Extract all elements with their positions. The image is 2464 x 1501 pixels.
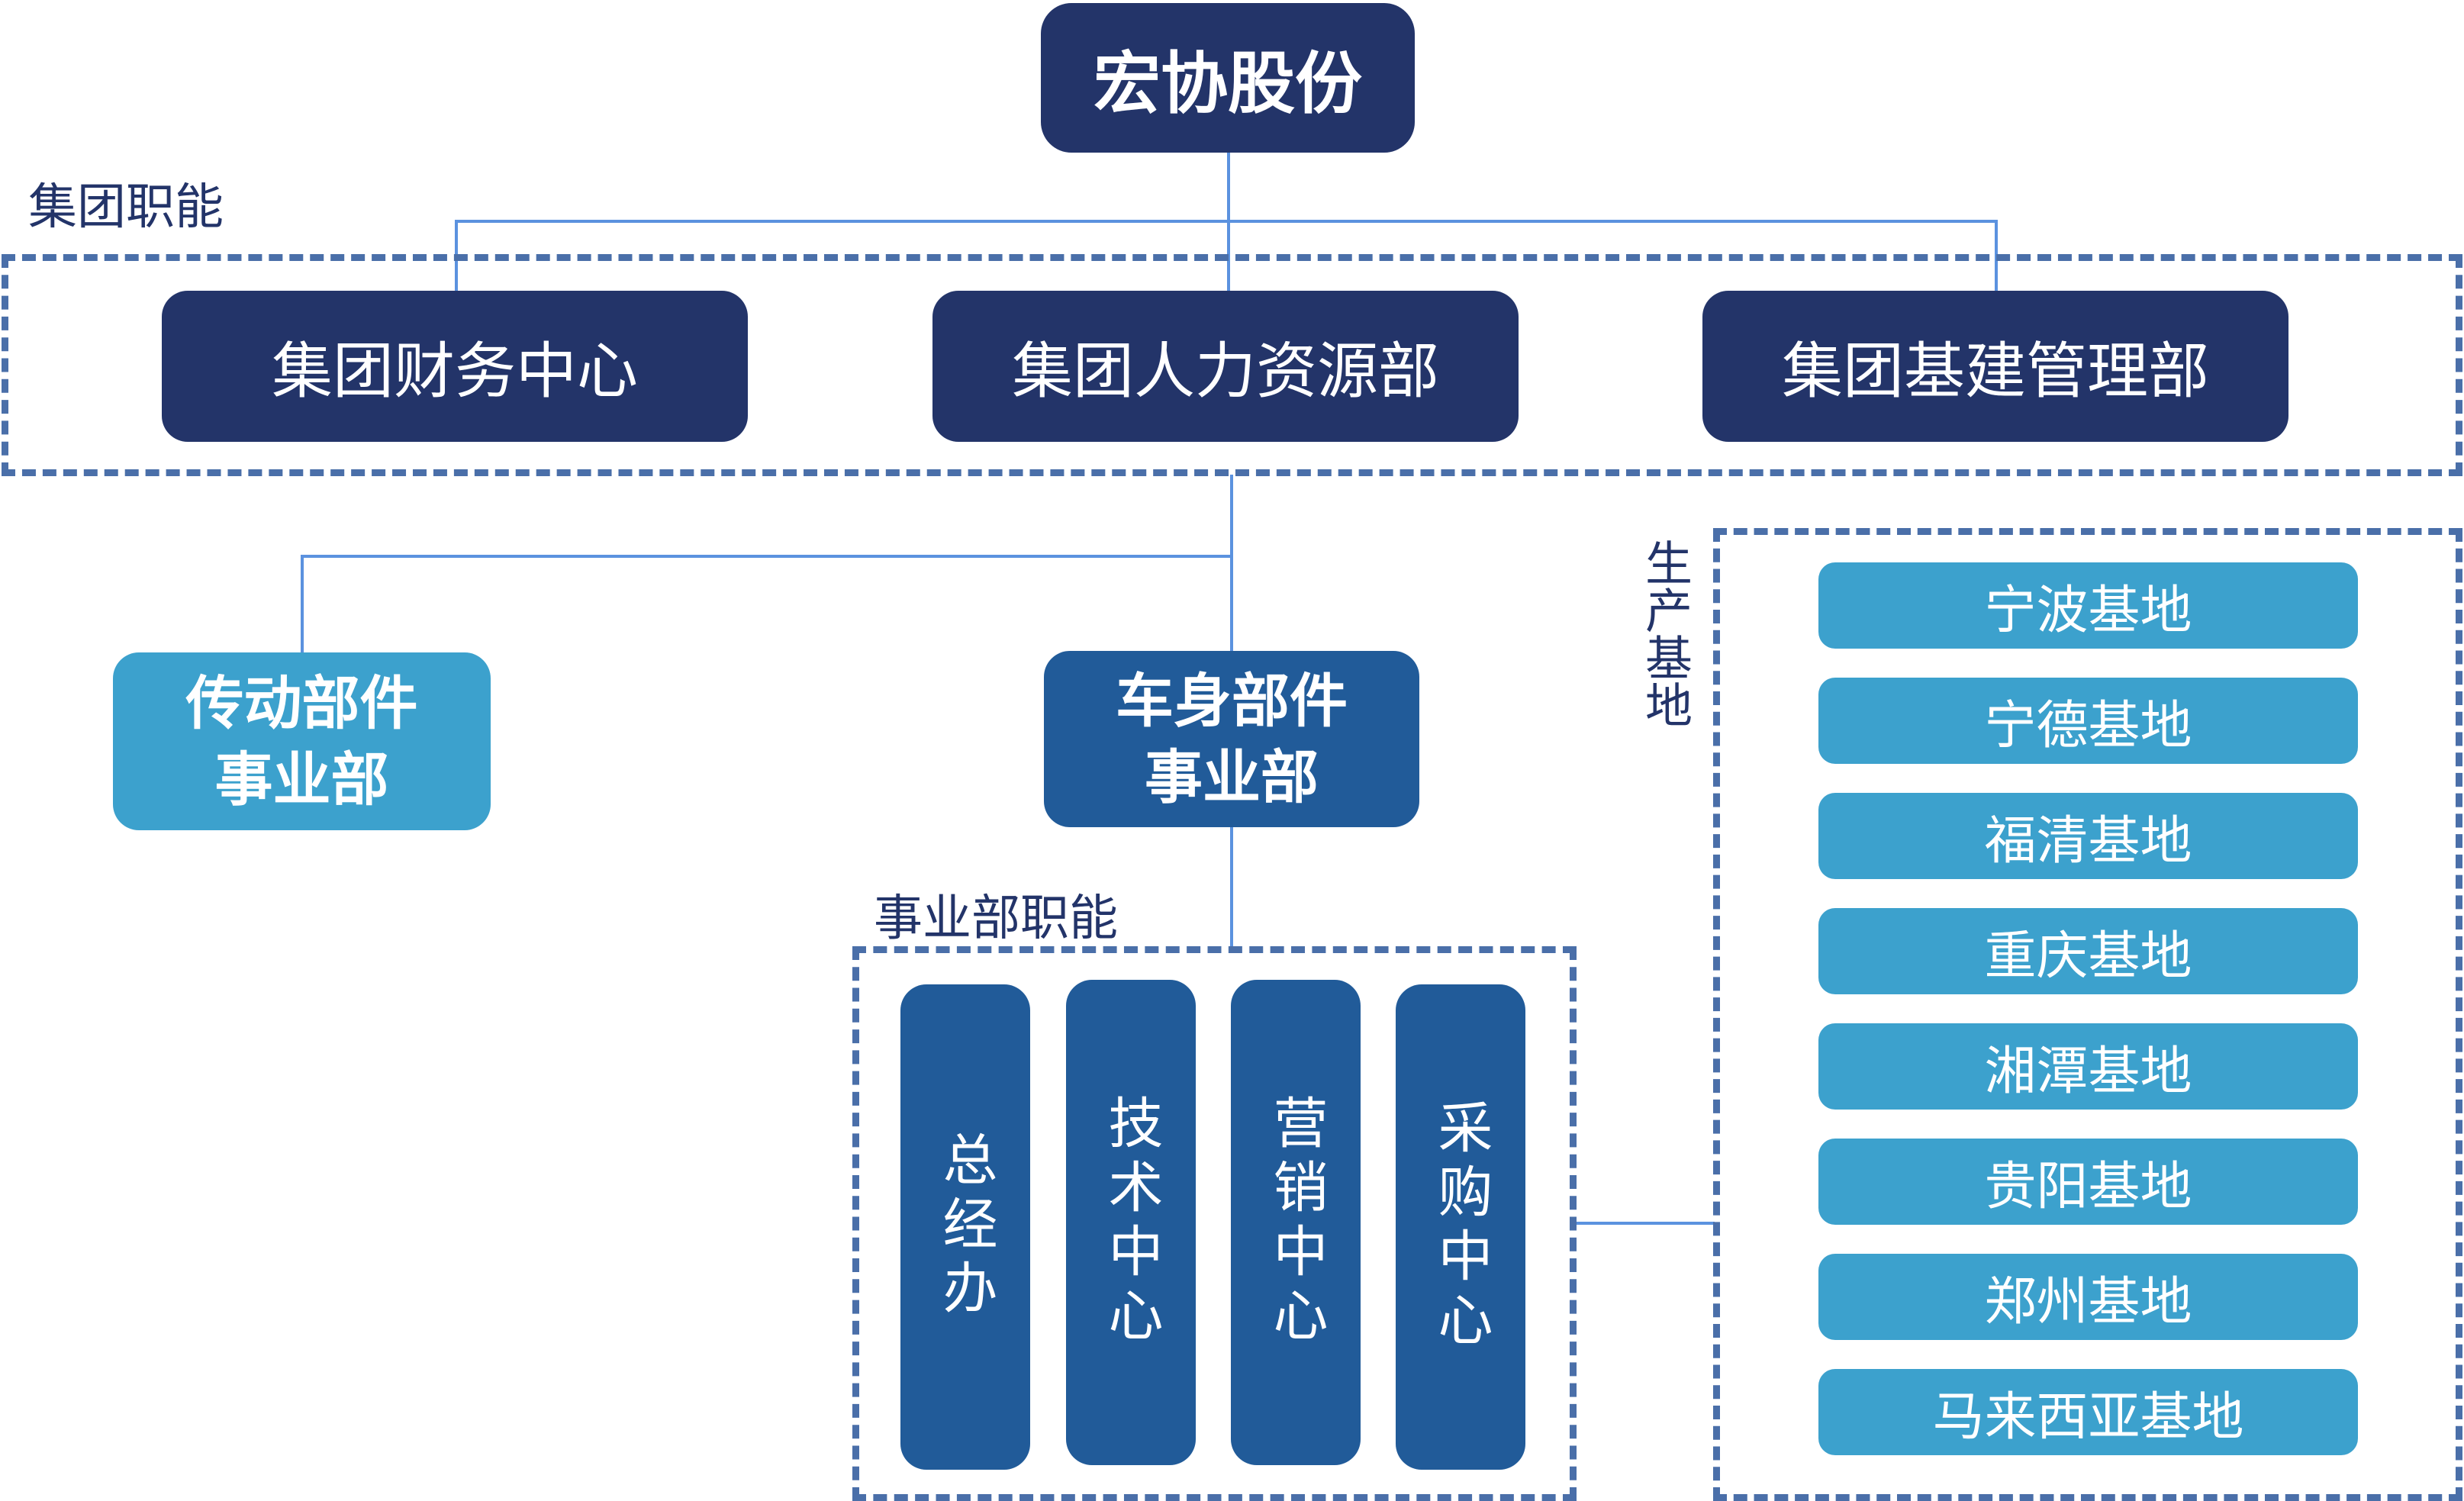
base-ningbo[interactable]: 宁波基地	[1818, 562, 2358, 649]
production-bases-container	[1713, 528, 2462, 1501]
division-label-line2: 事业部	[214, 745, 389, 813]
connector-group-hbar	[455, 220, 1998, 223]
production-bases-label: 生产基地	[1637, 539, 1693, 728]
function-general-office[interactable]: 总经办	[900, 984, 1030, 1470]
base-malaysia[interactable]: 马来西亚基地	[1818, 1369, 2358, 1455]
group-unit-finance[interactable]: 集团财务中心	[162, 291, 748, 442]
connector-to-functions	[1230, 827, 1233, 949]
base-label: 重庆基地	[1984, 926, 2192, 987]
connector-to-divisions	[1230, 475, 1233, 652]
group-functions-label: 集团职能	[28, 179, 224, 236]
group-unit-hr[interactable]: 集团人力资源部	[932, 291, 1519, 442]
root-company-box[interactable]: 宏协股份	[1041, 3, 1415, 153]
connector-root-down	[1227, 153, 1230, 223]
connector-functions-to-bases	[1575, 1222, 1715, 1225]
division-transmission-parts[interactable]: 传动部件 事业部	[113, 652, 491, 830]
group-unit-label: 集团人力资源部	[1012, 336, 1439, 407]
function-technology-center[interactable]: 技术中心	[1066, 980, 1196, 1465]
group-unit-infrastructure[interactable]: 集团基建管理部	[1702, 291, 2288, 442]
function-label: 营销中心	[1264, 1094, 1328, 1351]
division-functions-container	[852, 946, 1577, 1501]
division-body-parts[interactable]: 车身部件 事业部	[1044, 651, 1419, 827]
base-label: 湘潭基地	[1984, 1042, 2192, 1102]
function-label: 采购中心	[1428, 1099, 1493, 1355]
base-guiyang[interactable]: 贵阳基地	[1818, 1139, 2358, 1225]
base-chongqing[interactable]: 重庆基地	[1818, 908, 2358, 994]
base-label: 宁德基地	[1984, 696, 2192, 756]
connector-division-hbar	[301, 555, 1233, 558]
division-label-line1: 车身部件	[1116, 666, 1348, 735]
division-functions-label: 事业部职能	[874, 891, 1118, 947]
base-zhengzhou[interactable]: 郑州基地	[1818, 1254, 2358, 1340]
base-xiangtan[interactable]: 湘潭基地	[1818, 1023, 2358, 1110]
root-company-title: 宏协股份	[1093, 43, 1362, 123]
connector-division-left	[301, 555, 304, 654]
group-unit-label: 集团基建管理部	[1782, 336, 2209, 407]
base-label: 宁波基地	[1984, 581, 2192, 641]
group-unit-label: 集团财务中心	[272, 336, 638, 407]
function-marketing-center[interactable]: 营销中心	[1231, 980, 1361, 1465]
function-label: 总经办	[933, 1131, 997, 1323]
base-label: 马来西亚基地	[1932, 1387, 2244, 1448]
division-label-line2: 事业部	[1145, 742, 1319, 811]
base-ningde[interactable]: 宁德基地	[1818, 678, 2358, 764]
function-procurement-center[interactable]: 采购中心	[1396, 984, 1525, 1470]
base-label: 贵阳基地	[1984, 1157, 2192, 1217]
division-label-line1: 传动部件	[185, 668, 418, 737]
base-label: 福清基地	[1984, 811, 2192, 871]
group-functions-container	[2, 254, 2462, 476]
base-label: 郑州基地	[1984, 1272, 2192, 1332]
function-label: 技术中心	[1099, 1094, 1163, 1351]
base-fuqing[interactable]: 福清基地	[1818, 793, 2358, 879]
